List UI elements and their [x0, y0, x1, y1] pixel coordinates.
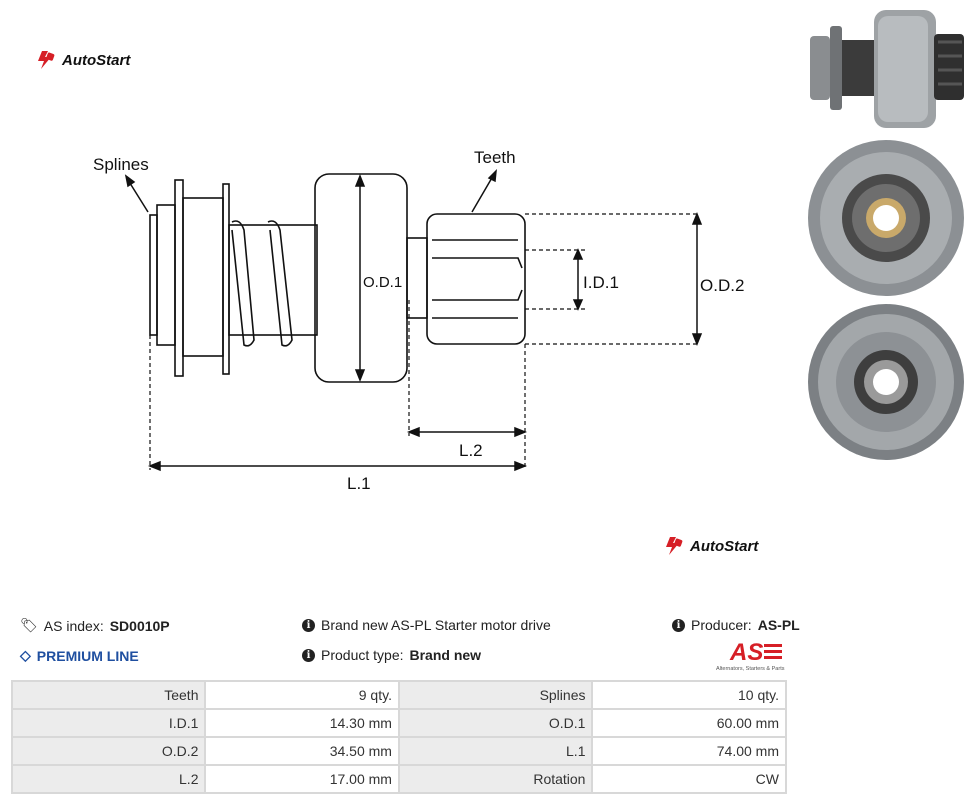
product-type: i Product type: Brand new: [302, 647, 481, 663]
spec-label: I.D.1: [10, 708, 207, 738]
table-row: L.2 17.00 mm Rotation CW: [10, 764, 787, 794]
label-od2: O.D.2: [700, 276, 744, 295]
spec-value: 10 qty.: [591, 680, 787, 710]
autostart-logo-icon: [666, 537, 683, 555]
product-type-value: Brand new: [409, 647, 482, 663]
as-index-label: AS index:: [43, 617, 104, 634]
label-teeth: Teeth: [474, 148, 516, 167]
autostart-logo-text: AutoStart: [690, 537, 759, 555]
autostart-logo-bottom: AutoStart: [664, 536, 758, 556]
premium-line: ◇ PREMIUM LINE: [20, 647, 139, 664]
label-id1: I.D.1: [583, 273, 619, 292]
product-type-label: Product type:: [321, 647, 404, 663]
spec-label: Splines: [397, 680, 594, 710]
autostart-logo-top: AutoStart: [36, 50, 130, 70]
technical-drawing: Splines Teeth O.D.1 I.D.1 O.D.2 L.2 L.1: [93, 148, 744, 493]
description: i Brand new AS-PL Starter motor drive: [302, 617, 551, 633]
autostart-logo-icon: [38, 51, 55, 69]
spec-label: L.2: [10, 764, 207, 794]
splines-end: [149, 214, 158, 336]
shaft: [228, 224, 318, 336]
premium-line-label: PREMIUM LINE: [36, 647, 139, 664]
spring-coil-2: [267, 220, 293, 347]
pinion: [426, 213, 526, 345]
collar: [156, 204, 176, 346]
info-icon: i: [302, 618, 315, 632]
producer: i Producer: AS-PL: [672, 617, 800, 633]
as-pl-logo: AS Alternators, Starters & Parts: [716, 639, 785, 672]
specs-table: Teeth 9 qty. Splines 10 qty. I.D.1 14.30…: [10, 680, 787, 794]
svg-text:Alternators, Starters & Parts: Alternators, Starters & Parts: [716, 666, 785, 672]
spec-value: 74.00 mm: [591, 736, 787, 766]
label-l2: L.2: [459, 441, 483, 460]
as-index: 🏷︎ AS index: SD0010P: [20, 617, 170, 634]
spec-label: Rotation: [397, 764, 594, 794]
table-row: I.D.1 14.30 mm O.D.1 60.00 mm: [10, 708, 787, 738]
spring-coil-1: [231, 220, 255, 347]
flange-left: [174, 179, 184, 377]
spec-label: O.D.1: [397, 708, 594, 738]
hub: [182, 197, 224, 357]
spec-label: Teeth: [10, 680, 207, 710]
flange-right: [222, 183, 230, 375]
spec-label: L.1: [397, 736, 594, 766]
description-text: Brand new AS-PL Starter motor drive: [321, 617, 551, 633]
pinion-teeth: [432, 239, 523, 319]
spec-value: 60.00 mm: [591, 708, 787, 738]
photo-rear-view: [808, 304, 964, 460]
diamond-icon: ◇: [20, 647, 31, 663]
producer-value: AS-PL: [757, 617, 800, 633]
info-icon: i: [672, 618, 685, 632]
photo-side-view: [810, 10, 964, 128]
label-od1: O.D.1: [363, 274, 402, 291]
table-row: Teeth 9 qty. Splines 10 qty.: [10, 680, 787, 710]
photo-front-view: [808, 140, 964, 296]
as-index-value: SD0010P: [109, 617, 170, 634]
info-icon: i: [302, 648, 315, 662]
svg-text:AS: AS: [729, 639, 763, 666]
spec-value: 9 qty.: [204, 680, 400, 710]
neck: [406, 237, 428, 319]
table-row: O.D.2 34.50 mm L.1 74.00 mm: [10, 736, 787, 766]
label-splines: Splines: [93, 155, 149, 174]
tag-icon: 🏷︎: [20, 617, 38, 633]
spec-value: 34.50 mm: [204, 736, 400, 766]
label-l1: L.1: [347, 474, 371, 493]
spec-value: 14.30 mm: [204, 708, 400, 738]
spec-label: O.D.2: [10, 736, 207, 766]
spec-value: CW: [591, 764, 787, 794]
autostart-logo-text: AutoStart: [62, 51, 131, 69]
spec-value: 17.00 mm: [204, 764, 400, 794]
producer-label: Producer:: [691, 617, 752, 633]
